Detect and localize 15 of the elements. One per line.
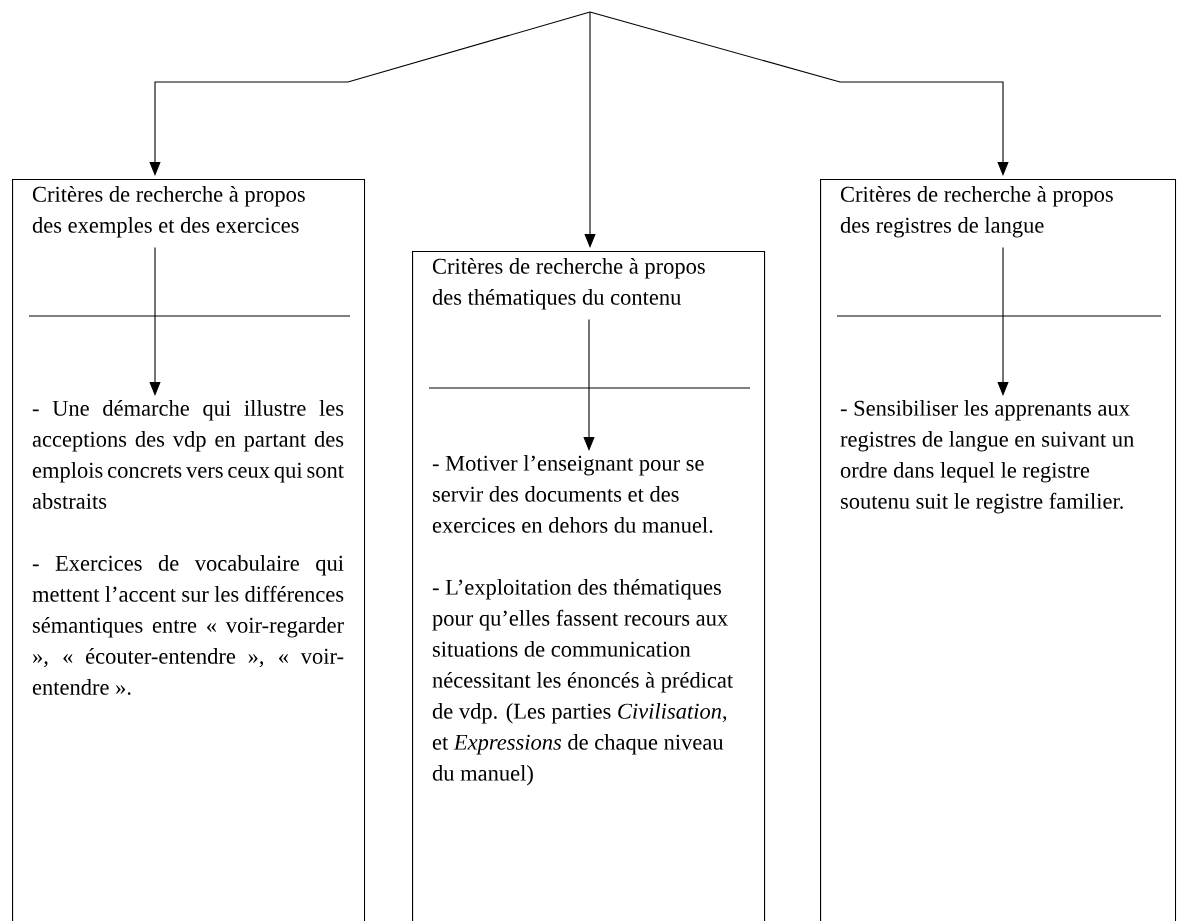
arrow [584, 11, 596, 248]
heading-text: Critères de recherche à propos des exemples et des exercices [32, 186, 305, 238]
arrow [997, 246, 1009, 396]
body-text: - Sensibiliser les apprenants aux registres de langue en suivant un ordre dans lequel le registre soutenu suit le registre familier. [840, 400, 1134, 514]
heading-text: Critères de recherche à propos des thématiques du contenu [432, 258, 705, 310]
arrow [583, 318, 595, 451]
arrow [149, 11, 591, 176]
heading-text: Critères de recherche à propos des registres de langue [840, 186, 1113, 238]
criteria-box [412, 251, 766, 921]
arrow [149, 246, 161, 396]
body-text: - Une démarche qui illustre les acceptions des vdp en partant des emplois concrets vers ceux qui sont abstraits - Exercices de vocabulaire qui mettent l’accent sur les différences sémantiques entre « voir-regarder », « écouter-entendre », « voir-entendre ». [32, 400, 344, 695]
arrow [589, 11, 1009, 176]
criteria-box [12, 179, 366, 921]
criteria-box [820, 179, 1177, 921]
body-text: - Motiver l’enseignant pour se servir des documents et des exercices en dehors du manuel. - L’exploitation des thématiques pour qu’elles fassent recours aux situations de communication nécessitant les énoncés à prédicat de vdp. (Les parties Civilisation, et Expressions de chaque niveau du manuel) [432, 455, 734, 786]
